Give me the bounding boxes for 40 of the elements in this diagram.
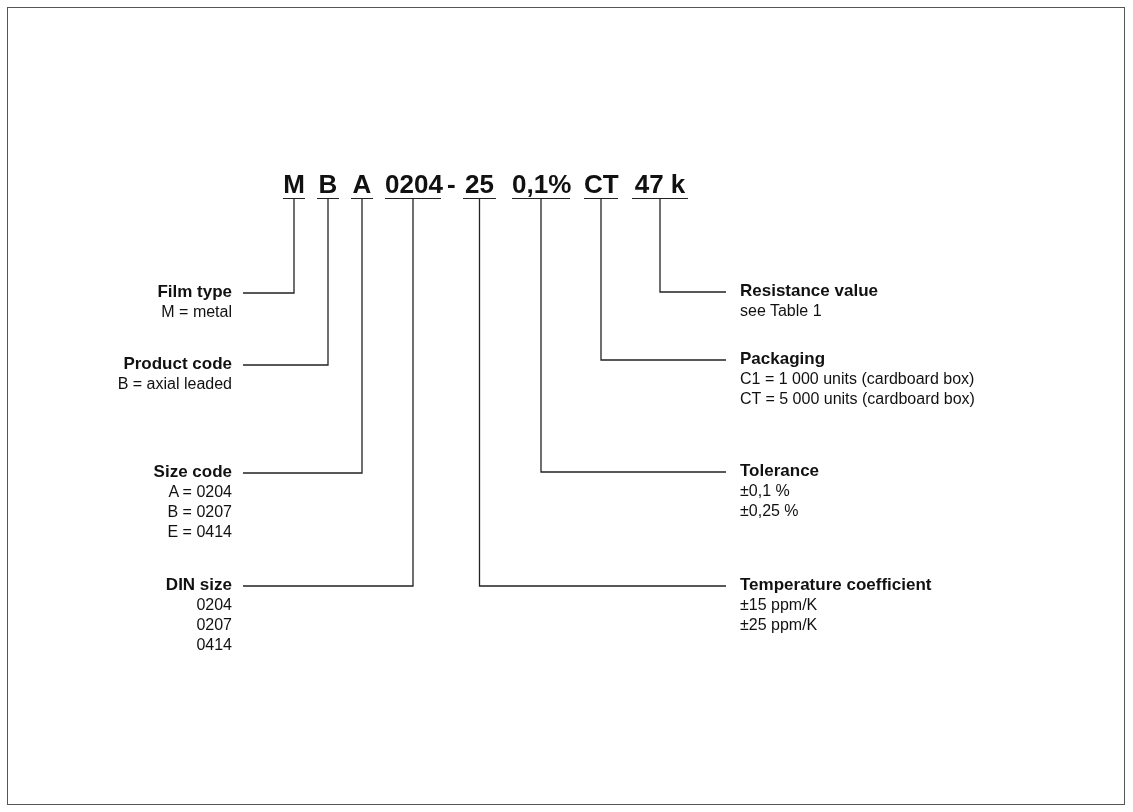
code-segment: A <box>351 170 373 199</box>
field-heading: Product code <box>122 354 232 374</box>
field-option: E = 0414 <box>153 522 232 542</box>
code-segment: B <box>317 170 339 199</box>
leader-line <box>600 198 727 361</box>
field-option: B = axial leaded <box>117 374 232 394</box>
field-option: A = 0204 <box>153 482 232 502</box>
leader-line <box>242 198 329 366</box>
code-segment: 25 <box>463 170 496 199</box>
field-option: ±0,25 % <box>740 501 820 521</box>
field-option: B = 0207 <box>153 502 232 522</box>
field-option: M = metal <box>157 302 232 322</box>
leader-line <box>478 198 727 587</box>
field-heading: Size code <box>153 462 232 482</box>
field-heading: DIN size <box>165 575 232 595</box>
code-segment: 0204 <box>385 170 441 199</box>
field-heading: Film type <box>157 282 232 302</box>
separator-text: - <box>447 170 456 198</box>
code-segment: 47 k <box>632 170 688 199</box>
field-option: 0414 <box>165 635 232 655</box>
code-segment: CT <box>584 170 618 199</box>
field-option: ±25 ppm/K <box>740 615 932 635</box>
leader-line <box>659 198 727 293</box>
field-heading: Resistance value <box>740 281 878 301</box>
field-heading: Temperature coefficient <box>740 575 932 595</box>
leader-line <box>540 198 727 473</box>
field-option: 0207 <box>165 615 232 635</box>
field-option: ±15 ppm/K <box>740 595 932 615</box>
code-segment: 0,1% <box>512 170 570 199</box>
field-option: 0204 <box>165 595 232 615</box>
field-option: C1 = 1 000 units (cardboard box) <box>740 369 975 389</box>
leader-line <box>242 198 363 474</box>
field-heading: Tolerance <box>740 461 820 481</box>
leader-line <box>242 198 295 294</box>
field-heading: Packaging <box>740 349 827 369</box>
field-option: CT = 5 000 units (cardboard box) <box>740 389 975 409</box>
field-option: ±0,1 % <box>740 481 820 501</box>
code-segment: M <box>283 170 305 199</box>
field-option: see Table 1 <box>740 301 878 321</box>
leader-line <box>242 198 414 587</box>
